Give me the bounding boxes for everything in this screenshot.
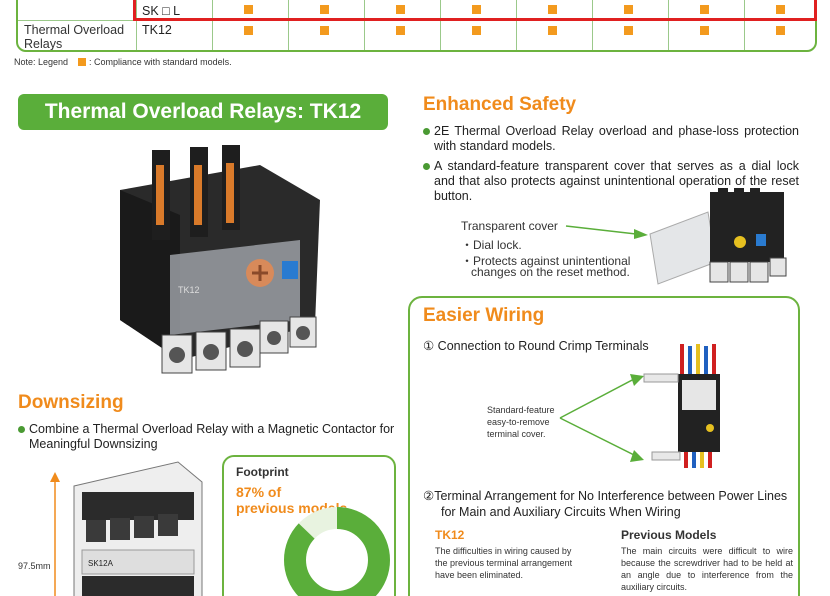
cover-arrow-icon	[565, 225, 648, 239]
col-divider	[744, 0, 745, 50]
relay-model-label: TK12	[178, 285, 200, 295]
wiring-item-2-line-2: for Main and Auxiliary Circuits When Wir…	[441, 505, 681, 519]
cover-label: Transparent cover	[461, 219, 558, 233]
col-divider	[592, 0, 593, 50]
col-divider	[364, 0, 365, 50]
footprint-ring-fill	[284, 507, 390, 596]
relay-cover-image	[649, 188, 787, 285]
col-divider	[136, 0, 137, 50]
col-divider	[440, 0, 441, 50]
dimension-label: 97.5mm	[18, 561, 51, 571]
compliance-mark	[624, 26, 633, 35]
footprint-title: Footprint	[236, 465, 289, 479]
downsizing-title: Downsizing	[18, 392, 124, 413]
legend-text: : Compliance with standard models.	[89, 57, 232, 67]
footprint-line1: 87% of	[236, 484, 282, 500]
safety-bullet-1: 2E Thermal Overload Relay overload and p…	[423, 124, 799, 154]
compliance-mark	[244, 26, 253, 35]
footprint-box: Footprint 87% of previous models	[222, 455, 396, 596]
previous-models-description: The main circuits were difficult to wire…	[621, 546, 793, 592]
tk12-subtitle: TK12	[435, 528, 465, 542]
callout-arrows-icon	[559, 374, 644, 462]
compliance-mark	[396, 5, 405, 14]
compliance-mark	[472, 5, 481, 14]
cover-point-2: ・Protects against unintentional	[461, 254, 631, 268]
callout-line-2: easy-to-remove	[487, 417, 550, 427]
compliance-mark	[320, 26, 329, 35]
legend-note: Note: Legend	[14, 57, 69, 67]
contactor-model-label: SK12A	[88, 559, 114, 568]
compliance-mark	[548, 5, 557, 14]
bullet-dot-icon	[423, 163, 430, 170]
compliance-mark	[244, 5, 253, 14]
wiring-item-2-line-1: ②Terminal Arrangement for No Interferenc…	[423, 489, 788, 503]
tk12-relay-image: TK12	[120, 145, 320, 374]
col-divider	[212, 0, 213, 50]
wired-contactor-image	[643, 344, 720, 468]
compliance-mark	[472, 26, 481, 35]
row2-label: Thermal Overload Relays	[24, 23, 125, 51]
col-divider	[668, 0, 669, 50]
compliance-mark	[776, 5, 785, 14]
row2-model: TK12	[142, 23, 172, 37]
easier-wiring-box	[408, 296, 800, 596]
compliance-mark	[396, 26, 405, 35]
compliance-mark	[320, 5, 329, 14]
safety-title: Enhanced Safety	[423, 94, 577, 115]
wiring-title: Easier Wiring	[423, 305, 545, 326]
safety-bullet-2: A standard-feature transparent cover tha…	[423, 159, 799, 204]
dimension-arrow-icon	[50, 472, 60, 596]
compliance-mark	[700, 5, 709, 14]
tk12-description: The difficulties in wiring caused by the…	[435, 546, 573, 580]
wiring-item-1: ① Connection to Round Crimp Terminals	[423, 339, 649, 353]
legend-square-icon	[78, 58, 87, 66]
previous-models-subtitle: Previous Models	[621, 528, 717, 542]
col-divider	[516, 0, 517, 50]
cover-point-2b: changes on the reset method.	[471, 265, 630, 279]
col-divider	[288, 0, 289, 50]
section-banner: Thermal Overload Relays: TK12	[18, 94, 388, 130]
bullet-dot-icon	[423, 128, 430, 135]
bullet-dot-icon	[18, 426, 25, 433]
legend: Note: Legend : Compliance with standard m…	[14, 57, 232, 67]
compliance-mark	[624, 5, 633, 14]
callout-line-3: terminal cover.	[487, 429, 546, 439]
footprint-ring-chart	[284, 507, 390, 596]
cover-point-1: ・Dial lock.	[461, 238, 522, 252]
compliance-mark	[776, 26, 785, 35]
callout-line-1: Standard-feature	[487, 405, 555, 415]
downsizing-bullet: Combine a Thermal Overload Relay with a …	[18, 422, 404, 452]
compliance-mark	[700, 26, 709, 35]
compliance-mark	[548, 26, 557, 35]
highlight-box	[133, 0, 817, 21]
row1-model: SK □ L	[142, 4, 181, 18]
contactor-image: SK12A	[73, 461, 203, 596]
